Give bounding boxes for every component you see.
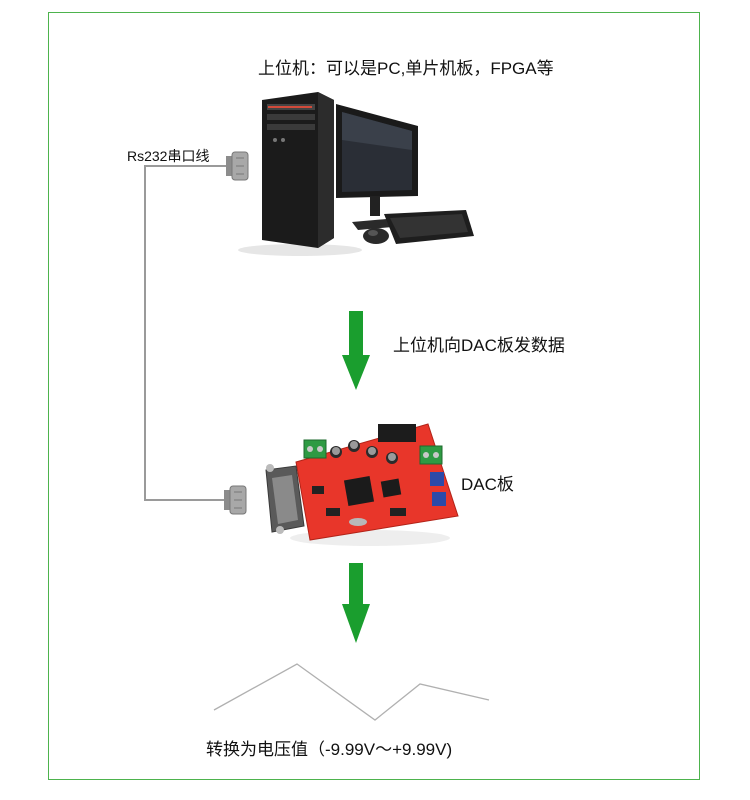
host-label: 上位机：可以是PC,单片机板，FPGA等 (258, 59, 554, 78)
db9-connector-icon (224, 485, 247, 515)
serial-cable (144, 165, 230, 501)
send-label: 上位机向DAC板发数据 (393, 336, 565, 355)
output-waveform (213, 663, 490, 721)
desktop-computer-icon (238, 92, 474, 256)
diagram-frame (48, 12, 700, 780)
dac-board-icon (265, 423, 459, 546)
output-label: 转换为电压值（-9.99V～+9.99V) (206, 740, 453, 759)
dac-board-label: DAC板 (461, 475, 514, 494)
db9-connector-icon (226, 151, 249, 181)
green-down-arrow-icon (342, 563, 370, 643)
cable-label: Rs232串口线 (127, 148, 210, 164)
green-down-arrow-icon (342, 311, 370, 390)
